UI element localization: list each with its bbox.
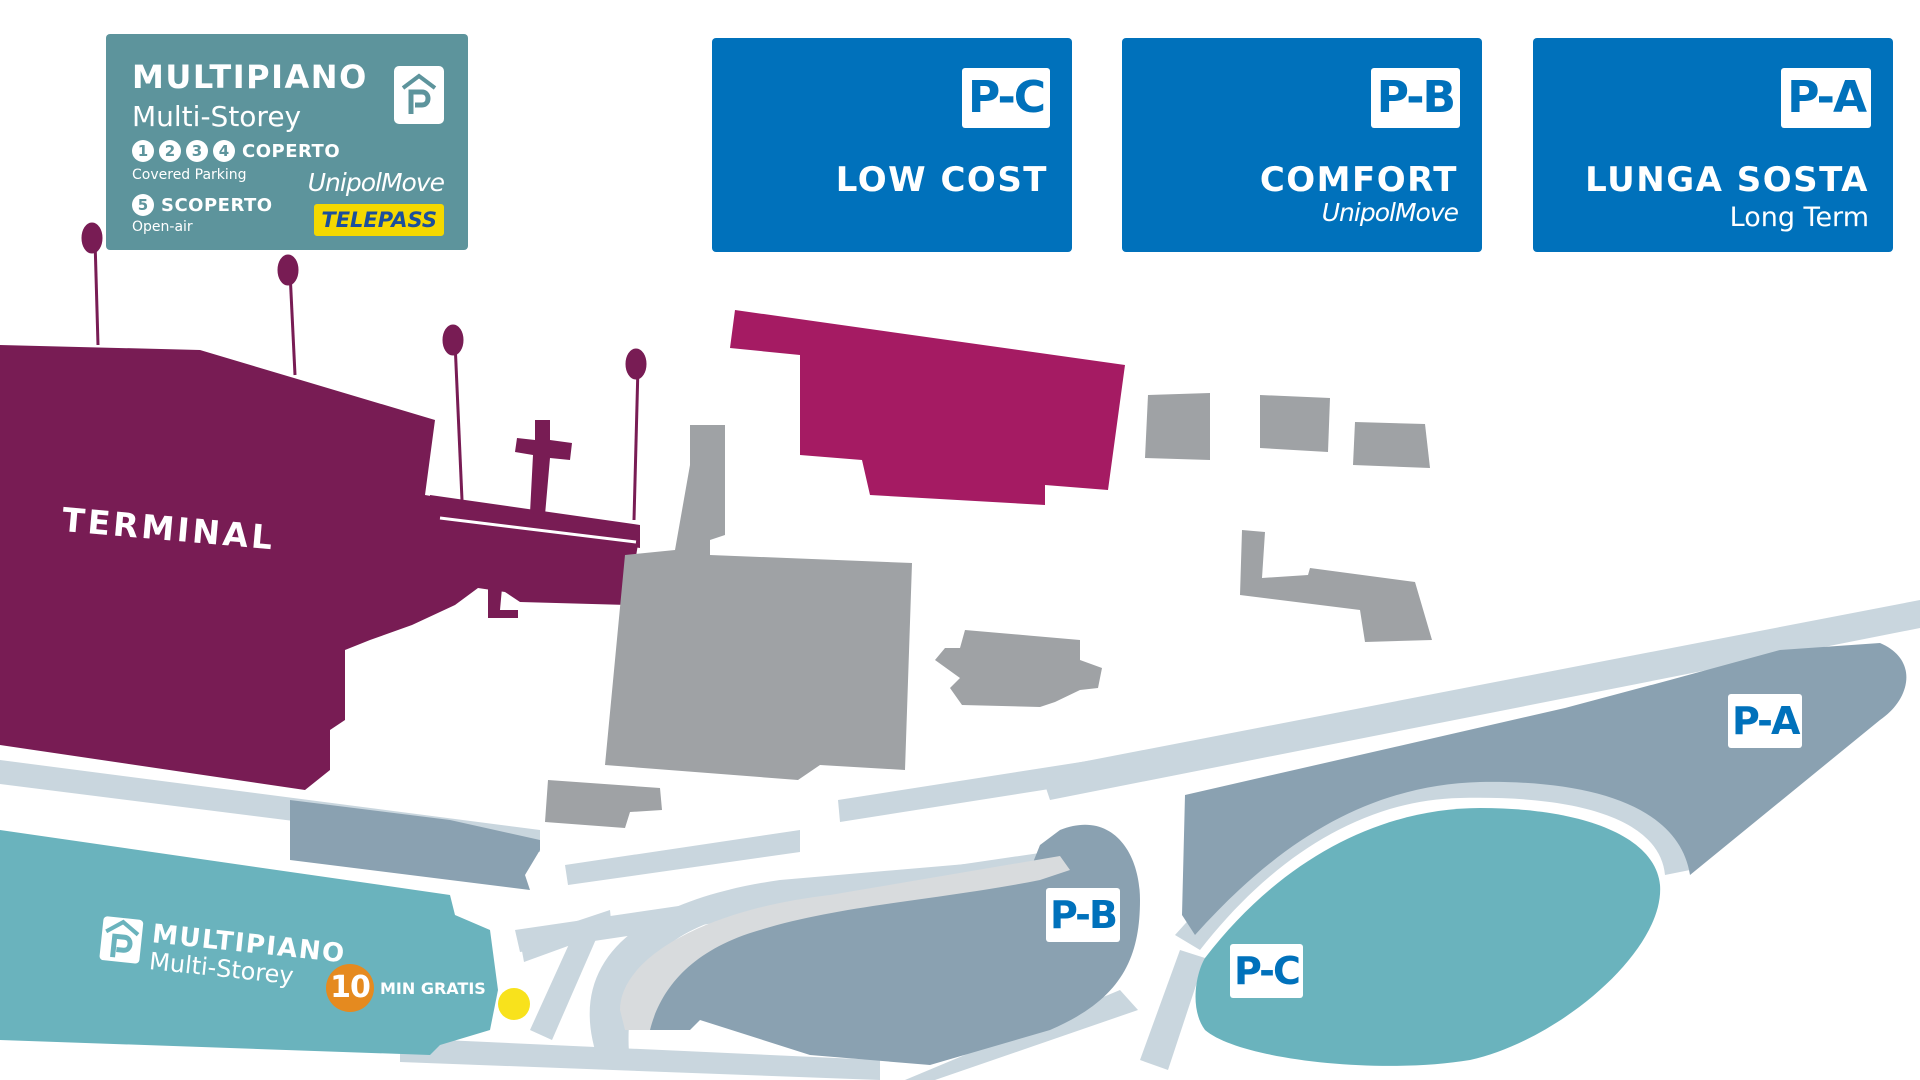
card-pc-low-cost[interactable]: P-C LOW COST (712, 38, 1072, 252)
unipolmove-logo: UnipolMove (1321, 198, 1459, 227)
pa-subtitle: Long Term (1729, 202, 1869, 233)
card-pb-comfort[interactable]: P-B COMFORT UnipolMove (1122, 38, 1482, 252)
terminal-main (0, 345, 640, 790)
telepass-logo: TELEPASS (314, 204, 444, 236)
map-badge-pa[interactable]: P-A (1728, 694, 1803, 748)
level-4: 4 (213, 140, 235, 162)
building-central (605, 425, 912, 780)
level-5: 5 (132, 194, 154, 216)
road-connector (520, 910, 612, 962)
building-a (1145, 393, 1210, 460)
gray-buildings (545, 393, 1432, 828)
building-e (935, 630, 1102, 707)
pa-title: LUNGA SOSTA (1585, 160, 1869, 200)
magenta-building (730, 310, 1125, 505)
parking-garage-icon (394, 66, 444, 124)
pc-title: LOW COST (835, 160, 1048, 200)
multipiano-structure (0, 830, 498, 1055)
jet-bridge-line (439, 516, 637, 544)
building-c (1353, 422, 1430, 468)
level-1: 1 (132, 140, 154, 162)
drop-off-point-marker[interactable] (498, 988, 530, 1020)
multipiano-title: MULTIPIANO (132, 58, 368, 96)
pa-badge: P-A (1781, 68, 1871, 128)
pb-title: COMFORT (1259, 160, 1458, 200)
road-curve-right (1140, 950, 1205, 1070)
level-3: 3 (186, 140, 208, 162)
free-parking-note: 10 MIN GRATIS (326, 964, 486, 1012)
road-bottom (400, 1038, 880, 1080)
open-level: 5 SCOPERTO (132, 194, 273, 216)
terminal-notch (488, 588, 518, 618)
road-mid (838, 752, 1145, 822)
open-sub: Open-air (132, 219, 193, 235)
road-loop-pc (1175, 769, 1691, 950)
unipolmove-logo: UnipolMove (307, 168, 445, 197)
free-label: MIN GRATIS (380, 978, 486, 998)
terminal-building (0, 345, 640, 790)
building-b (1260, 395, 1330, 452)
parking-garage-icon (99, 915, 144, 964)
pc-badge: P-C (961, 68, 1050, 128)
road-lower (565, 830, 800, 885)
roads (0, 600, 1920, 1080)
map-badge-pc[interactable]: P-C (1230, 944, 1303, 998)
road-spur (530, 920, 600, 1040)
parking-area-west (290, 800, 540, 890)
multipiano-subtitle: Multi-Storey (132, 100, 302, 133)
pb-badge: P-B (1370, 68, 1460, 128)
road-loop-pb (589, 855, 1072, 1065)
parking-area-pa (1182, 643, 1907, 935)
free-minutes: 10 (326, 964, 374, 1012)
building-d (1240, 530, 1432, 642)
parking-area-pb (640, 824, 1140, 1065)
covered-label: COPERTO (242, 141, 341, 162)
parking-area-gray-light (620, 856, 1070, 1030)
building-f (545, 780, 662, 828)
jet-bridge-cross (515, 420, 572, 515)
card-pa-long-term[interactable]: P-A LUNGA SOSTA Long Term (1533, 38, 1893, 252)
parking-areas (0, 643, 1907, 1066)
level-2: 2 (159, 140, 181, 162)
covered-sub: Covered Parking (132, 167, 247, 183)
map-badge-pb[interactable]: P-B (1046, 888, 1120, 942)
road-main-diagonal (1040, 600, 1920, 800)
gate-markers (81, 222, 647, 521)
open-label: SCOPERTO (161, 195, 273, 216)
parking-area-pc (1195, 808, 1661, 1066)
